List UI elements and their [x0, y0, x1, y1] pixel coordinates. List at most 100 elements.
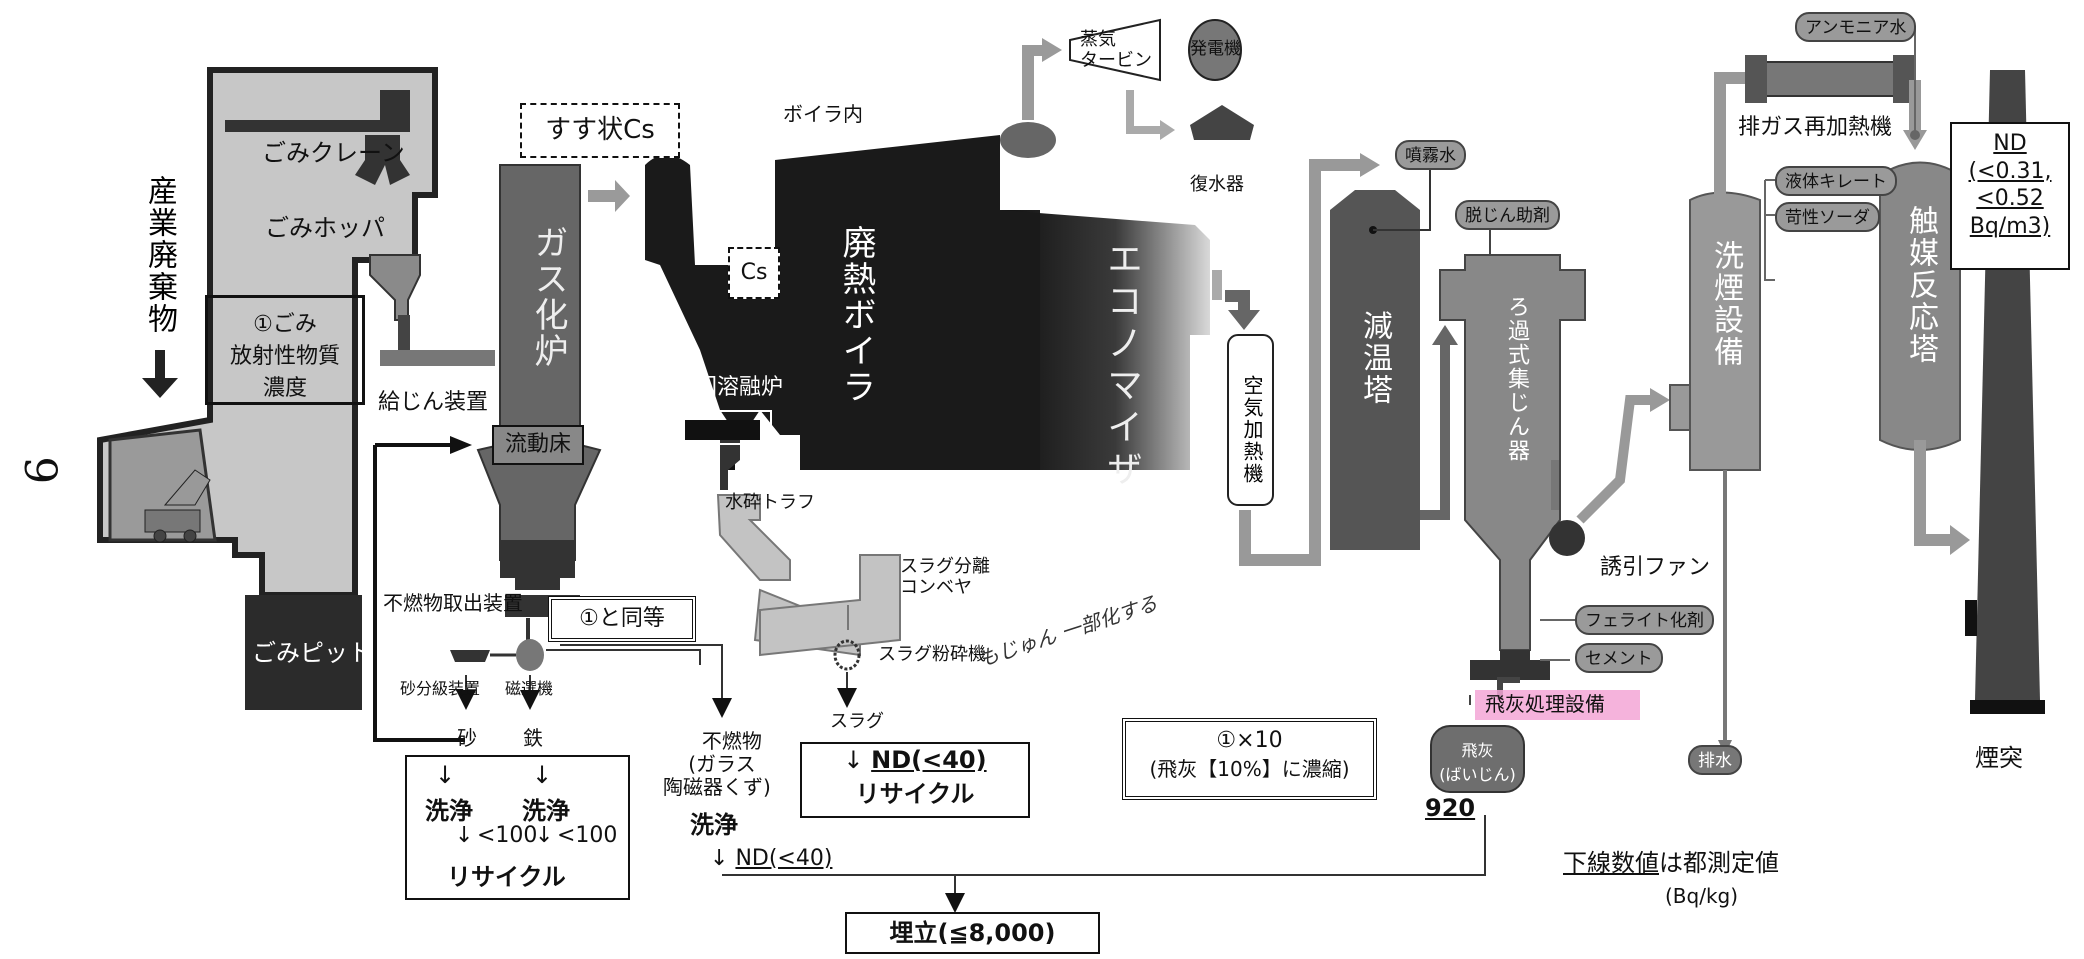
fly-ash-concentration-line1: ①×10: [1216, 728, 1283, 753]
stack-nd-line4: Bq/m3): [1969, 213, 2051, 239]
drain-pill: 排水: [1688, 745, 1742, 775]
iron-value: <100: [557, 823, 618, 848]
air-heater-label: 空気加熱機: [1240, 375, 1264, 485]
catalyst-label: 触媒反応塔: [1903, 205, 1938, 365]
economizer-label: エコノマイザ: [1101, 240, 1142, 492]
iron-arrow: ↓: [535, 823, 554, 848]
incombustibles-label: 不燃物 (ガラス 陶磁器くず): [663, 730, 771, 799]
cement-pill: セメント: [1575, 643, 1663, 673]
feeder-shape: [380, 350, 495, 366]
fly-ash-line2: (ばいじん): [1439, 765, 1516, 784]
wash-iron: 洗浄: [522, 797, 570, 825]
pit-label: ごみピット: [252, 639, 372, 667]
stack-nd-line1: ND: [1993, 131, 2027, 156]
slag-nd-value: ND(<40): [871, 746, 987, 774]
caustic-soda-pill: 苛性ソーダ: [1775, 202, 1880, 232]
waste-concentration-line2: 放射性物質: [229, 344, 340, 369]
generator-shape: [1188, 19, 1242, 81]
same-as-1-box: ①と同等: [548, 596, 696, 642]
recycle-box-left: ↓ ↓ 洗浄 洗浄 ↓ <100 ↓ <100 リサイクル: [405, 755, 630, 900]
swirl-melter-frame: [680, 410, 772, 445]
legend-suffix-text: は都測定値: [1659, 849, 1779, 877]
cooling-tower-label: 減温塔: [1357, 310, 1392, 406]
scrubber-shape: [1689, 191, 1761, 471]
cs-box: Cs: [728, 247, 780, 299]
fly-ash-concentration-line2: (飛灰【10%】に濃縮): [1149, 757, 1350, 781]
slag-conveyor-label: スラグ分離 コンベヤ: [900, 556, 990, 598]
fly-ash-value: 920: [1425, 794, 1476, 822]
water-trough-shape: [716, 494, 791, 581]
water-trough-label: 水砕トラフ: [725, 492, 815, 513]
boiler-inside-label: ボイラ内: [783, 102, 863, 126]
landfill-box: 埋立(≦8,000): [845, 912, 1100, 954]
catalyst-shape: [1879, 161, 1961, 451]
sand-label: 砂: [457, 726, 477, 750]
incombustibles-wash: 洗浄: [690, 811, 738, 839]
slag-conveyor-line2: コンベヤ: [900, 576, 972, 598]
bag-filter-label: ろ過式集じん器: [1504, 295, 1529, 463]
spray-water-pill: 噴霧水: [1395, 140, 1466, 170]
sand-classifier-shape: [450, 650, 490, 662]
gasifier-label: ガス化炉: [528, 225, 568, 369]
sand-value: <100: [477, 823, 538, 848]
slag-conveyor-line1: スラグ分離: [900, 556, 990, 577]
turbine-shape: [1069, 18, 1161, 82]
steam-turbine-line2: タービン: [1080, 49, 1152, 71]
crane-rail: [225, 120, 410, 132]
hopper-label: ごみホッパ: [265, 214, 385, 242]
steam-drum: [1000, 122, 1056, 158]
fly-ash-concentration-box: ①×10 (飛灰【10%】に濃縮): [1122, 718, 1377, 800]
incombustibles-line2: (ガラス: [688, 752, 756, 776]
slag-label: スラグ: [830, 711, 884, 732]
fly-ash-highlight: [1475, 690, 1640, 720]
waste-input-arrow: [142, 350, 178, 398]
stack-label: 煙突: [1975, 744, 2023, 772]
ammonia-pill: アンモニア水: [1795, 12, 1917, 42]
reheater-shape: [1759, 61, 1901, 97]
slag-conveyor-shape: [759, 554, 901, 657]
magnetic-separator-label: 磁選機: [505, 679, 554, 698]
economizer-shape: [1000, 210, 1210, 470]
incombustibles-nd: ↓ ND(<40): [710, 846, 832, 871]
stack-nd-box: ND (<0.31, <0.52 Bq/m3): [1950, 122, 2070, 270]
waste-concentration-line1: ①ごみ: [253, 312, 317, 337]
soot-cs-box: すす状Cs: [520, 103, 680, 158]
iron-label: 鉄: [523, 726, 543, 750]
arrow-left-2: ↓: [532, 761, 553, 789]
recycle-left-label: リサイクル: [447, 863, 566, 891]
slag-crusher-shape: [833, 639, 861, 671]
ferrite-pill: フェライト化剤: [1575, 605, 1714, 635]
feeder-label: 給じん装置: [378, 390, 489, 415]
incombustible-remover-label: 不燃物取出装置: [383, 591, 523, 615]
waste-concentration-box: ①ごみ 放射性物質 濃度: [205, 295, 365, 405]
incombustibles-line3: 陶磁器くず): [663, 775, 771, 799]
swirl-melter-label: 旋回溶融炉: [673, 375, 784, 400]
slag-arrow: ↓: [843, 746, 864, 774]
condenser-shape: [1190, 105, 1254, 140]
boiler-block: [645, 135, 1040, 470]
waste-bunker: [97, 67, 438, 710]
waste-heat-boiler-label: 廃熱ボイラ: [836, 225, 876, 405]
crane-grab: [355, 135, 410, 185]
incombustibles-line1: 不燃物: [701, 729, 762, 753]
bag-filter-shape: [1439, 254, 1586, 651]
air-heater-shape: [1227, 334, 1274, 506]
generator-label: 発電機: [1190, 39, 1241, 59]
induced-fan-label: 誘引ファン: [1600, 555, 1711, 580]
cooling-tower-shape: [1330, 190, 1420, 550]
crane-label: ごみクレーン: [262, 139, 405, 167]
slag-crusher-label: スラグ粉砕機: [878, 644, 986, 665]
truck: [144, 469, 211, 543]
dedust-agent-pill: 脱じん助剤: [1455, 200, 1560, 230]
waste-pit: [245, 595, 362, 710]
wash-sand: 洗浄: [425, 797, 473, 825]
fly-ash-facility-label: 飛灰処理設備: [1485, 692, 1605, 716]
slag-recycle-label: リサイクル: [855, 780, 975, 808]
sand-arrow: ↓: [455, 823, 474, 848]
condenser-label: 復水器: [1190, 174, 1244, 195]
magnetic-sep-shape: [516, 639, 544, 671]
hopper-shape: [369, 254, 421, 321]
sand-classifier-label: 砂分級装置: [400, 679, 481, 698]
